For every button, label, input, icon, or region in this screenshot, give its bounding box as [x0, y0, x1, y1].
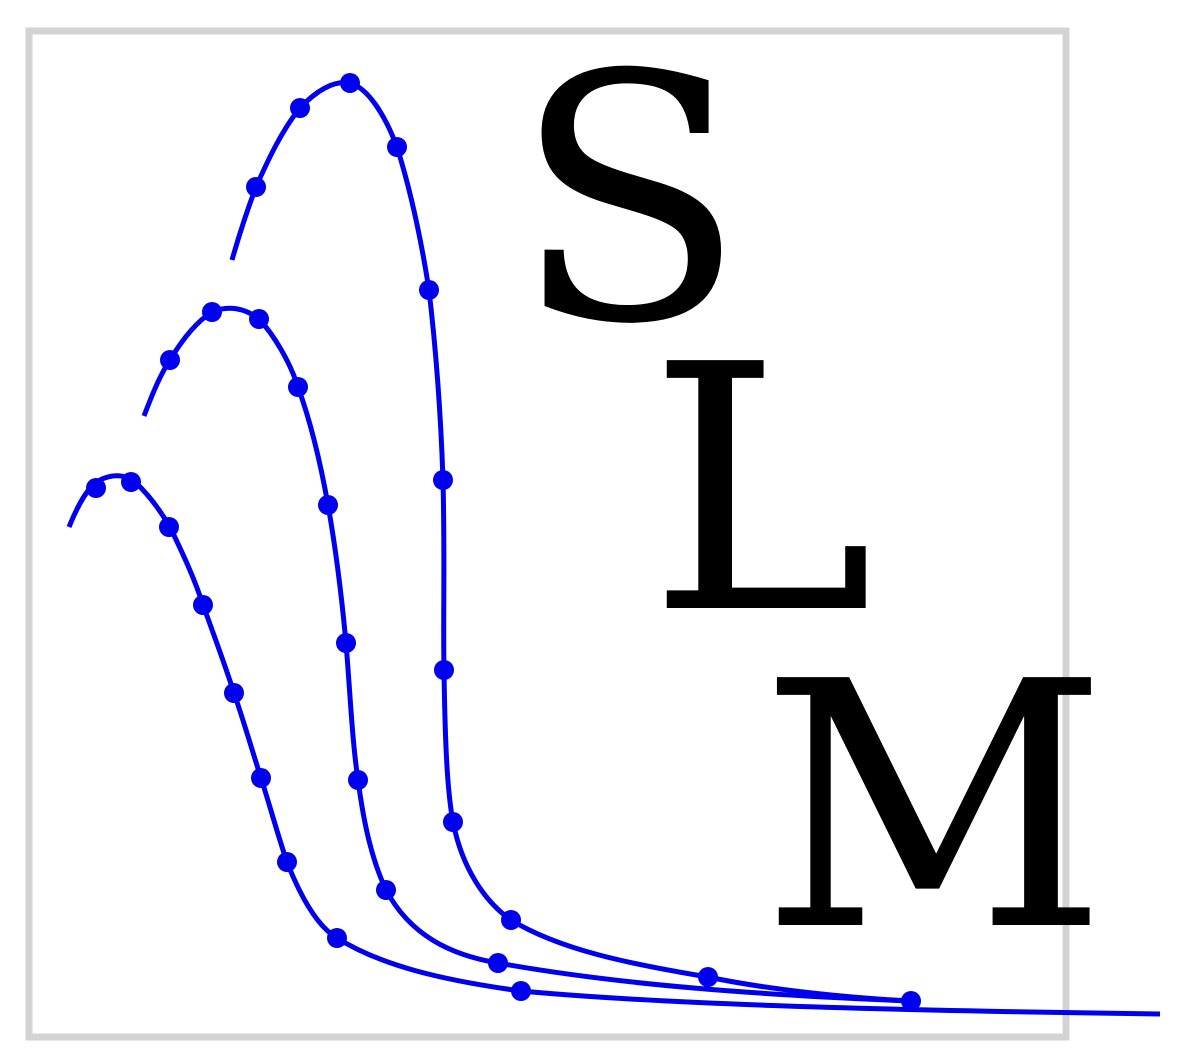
curve-small-marker — [86, 478, 106, 498]
curve-medium-marker — [288, 377, 308, 397]
letter-m: M — [760, 610, 1108, 1006]
curve-large-marker — [246, 177, 266, 197]
curve-medium-marker — [249, 309, 269, 329]
curve-large-marker — [501, 910, 521, 930]
curve-large-marker — [387, 137, 407, 157]
curve-small-marker — [159, 517, 179, 537]
curve-medium-marker — [336, 633, 356, 653]
curve-small-marker — [121, 472, 141, 492]
logo-letters: S L M — [513, 3, 1108, 1006]
curve-small-marker — [224, 683, 244, 703]
curve-large-marker — [698, 967, 718, 987]
curve-medium-marker — [488, 953, 508, 973]
curve-large-marker — [419, 280, 439, 300]
curve-large-marker — [290, 98, 310, 118]
curve-small-marker — [277, 852, 297, 872]
letter-l: L — [648, 293, 874, 689]
curve-medium-marker — [202, 302, 222, 322]
curve-large-marker — [443, 812, 463, 832]
curve-medium-marker — [318, 495, 338, 515]
curve-small-marker — [193, 595, 213, 615]
curve-small-marker — [511, 981, 531, 1001]
curve-large-marker — [434, 660, 454, 680]
curve-medium-marker — [160, 350, 180, 370]
logo-curves — [66, 73, 1161, 1017]
logo-frame — [25, 27, 1070, 1041]
curve-small-marker — [251, 768, 271, 788]
curve-small-marker — [327, 928, 347, 948]
letter-s: S — [513, 3, 746, 399]
curve-medium-marker — [376, 880, 396, 900]
curve-large-marker — [340, 73, 360, 93]
curve-medium-marker — [348, 770, 368, 790]
curve-large-marker — [433, 470, 453, 490]
